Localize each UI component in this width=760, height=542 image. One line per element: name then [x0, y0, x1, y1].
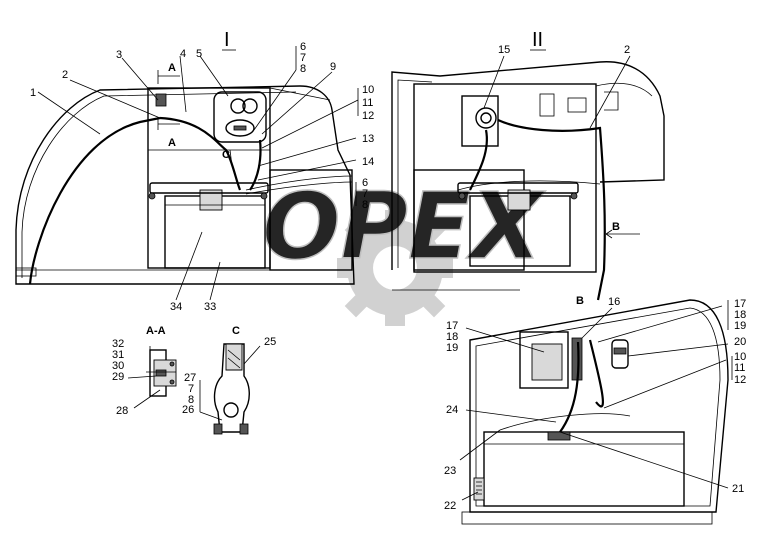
watermark: OPEX [262, 172, 547, 326]
watermark-text: OPEX [262, 173, 545, 280]
callout-2b: 2 [624, 44, 630, 56]
battery-view-1 [148, 182, 269, 269]
callout-7b: 7 [362, 188, 368, 200]
section-label-a-a: A-A [146, 325, 166, 337]
section-a-a-detail [146, 349, 177, 397]
callout-22: 22 [444, 500, 456, 512]
battery-view-2 [457, 182, 579, 267]
callout-9: 9 [330, 61, 336, 73]
callout-3: 3 [116, 49, 122, 61]
callout-8: 8 [300, 63, 306, 75]
callout-11b: 11 [734, 362, 745, 374]
callout-27: 27 [184, 372, 196, 384]
callout-2: 2 [62, 69, 68, 81]
callout-12b: 12 [734, 374, 746, 386]
callout-18b: 18 [446, 331, 458, 343]
switch-assembly [461, 95, 499, 147]
callout-19: 19 [734, 320, 746, 332]
view-label-2: II [532, 29, 543, 51]
callout-30: 30 [112, 360, 124, 372]
callout-11: 11 [362, 97, 373, 109]
callout-6: 6 [300, 41, 306, 53]
section-b-detail [461, 299, 729, 525]
callout-23: 23 [444, 465, 456, 477]
view-2-cabin: B [391, 61, 665, 301]
callout-32: 32 [112, 338, 124, 350]
view-1-cabin: A A C [15, 62, 355, 285]
callout-31: 31 [112, 349, 124, 361]
callout-33: 33 [204, 301, 216, 313]
callout-5: 5 [196, 48, 202, 60]
section-marker-c: C [222, 149, 230, 161]
section-c-detail [213, 343, 250, 435]
callout-8b: 8 [362, 199, 368, 211]
section-label-b: B [576, 295, 584, 307]
callout-13: 13 [362, 133, 374, 145]
view-label-1: I [224, 29, 230, 51]
leader-lines [37, 46, 733, 501]
callout-8c: 8 [188, 394, 194, 406]
callout-28: 28 [116, 405, 128, 417]
callout-4: 4 [180, 48, 186, 60]
callout-labels: 1 2 3 4 5 6 7 8 9 10 11 12 13 14 6 7 8 3… [30, 41, 746, 512]
callout-14: 14 [362, 156, 374, 168]
callout-7c: 7 [188, 383, 194, 395]
section-marker-a-bottom: A [168, 137, 176, 149]
callout-24: 24 [446, 404, 458, 416]
socket-assembly [213, 91, 267, 143]
callout-20: 20 [734, 336, 746, 348]
section-marker-a-top: A [168, 62, 176, 74]
section-marker-b: B [612, 221, 620, 233]
callout-18: 18 [734, 309, 746, 321]
callout-29: 29 [112, 371, 124, 383]
callout-26: 26 [182, 404, 194, 416]
callout-10b: 10 [734, 351, 746, 363]
callout-10: 10 [362, 84, 374, 96]
callout-17b: 17 [446, 320, 458, 332]
section-label-c: C [232, 325, 240, 337]
callout-7: 7 [300, 52, 306, 64]
callout-6b: 6 [362, 177, 368, 189]
callout-25: 25 [264, 336, 276, 348]
callout-16: 16 [608, 296, 620, 308]
callout-19b: 19 [446, 342, 458, 354]
callout-21: 21 [732, 483, 744, 495]
callout-17: 17 [734, 298, 746, 310]
callout-15: 15 [498, 44, 510, 56]
callout-12: 12 [362, 110, 374, 122]
watermark-gear-icon [337, 210, 453, 326]
callout-34: 34 [170, 301, 182, 313]
callout-1: 1 [30, 87, 36, 99]
